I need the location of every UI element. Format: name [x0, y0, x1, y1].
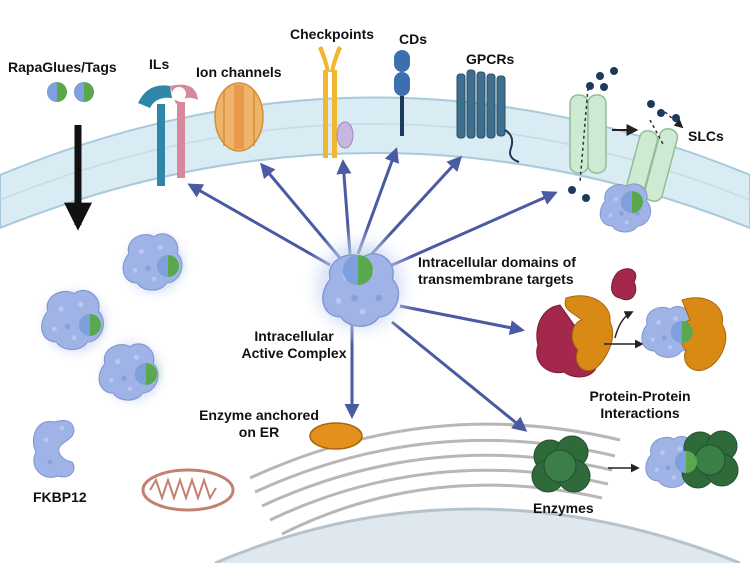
label-intracellular-domains-line2: transmembrane targets — [418, 271, 574, 287]
rapaglue-complex — [33, 280, 117, 364]
label-checkpoints: Checkpoints — [290, 26, 375, 42]
label-enzyme-er-line1: Enzyme anchored — [199, 407, 319, 423]
checkpoint-icon — [318, 46, 354, 158]
label-enzymes: Enzymes — [533, 500, 594, 516]
cd-receptor-icon — [394, 50, 410, 136]
ion-channel-icon — [214, 82, 264, 152]
label-active-complex: Intracellular Active Complex — [233, 328, 355, 362]
rapaglue-icon — [47, 82, 94, 102]
fkbp12-icon — [32, 419, 75, 478]
label-ppi: Protein-Protein Interactions — [575, 388, 705, 422]
gpcr-icon — [456, 69, 520, 163]
label-intracellular-domains: Intracellular domains of transmembrane t… — [418, 254, 576, 288]
er-enzyme-icon — [309, 422, 363, 450]
label-ion-channels: Ion channels — [196, 64, 282, 80]
enzyme-complex-icon — [645, 430, 739, 489]
label-ppi-line2: Interactions — [600, 405, 680, 421]
label-intracellular-domains-line1: Intracellular domains of — [418, 254, 576, 270]
label-rapaglues: RapaGlues/Tags — [8, 59, 117, 75]
label-enzyme-er: Enzyme anchored on ER — [197, 407, 321, 441]
label-enzyme-er-line2: on ER — [238, 424, 280, 440]
label-active-complex-line2: Active Complex — [241, 345, 347, 361]
enzyme-icon — [531, 435, 591, 493]
label-ils: ILs — [149, 56, 170, 72]
active-complex — [300, 226, 420, 346]
rapaglue-complex — [92, 332, 172, 412]
label-active-complex-line1: Intracellular — [254, 328, 334, 344]
label-fkbp12: FKBP12 — [33, 489, 87, 505]
label-gpcrs: GPCRs — [466, 51, 515, 67]
label-ppi-line1: Protein-Protein — [589, 388, 691, 404]
il-receptor-icon — [138, 84, 198, 186]
rapaglue-complex — [115, 224, 195, 304]
slc-transporter-icon — [568, 67, 684, 233]
mitochondrion — [141, 468, 235, 512]
nucleus — [214, 507, 741, 563]
ppi-partner-icon — [536, 268, 727, 378]
label-cds: CDs — [399, 31, 428, 47]
label-slcs: SLCs — [688, 128, 724, 144]
